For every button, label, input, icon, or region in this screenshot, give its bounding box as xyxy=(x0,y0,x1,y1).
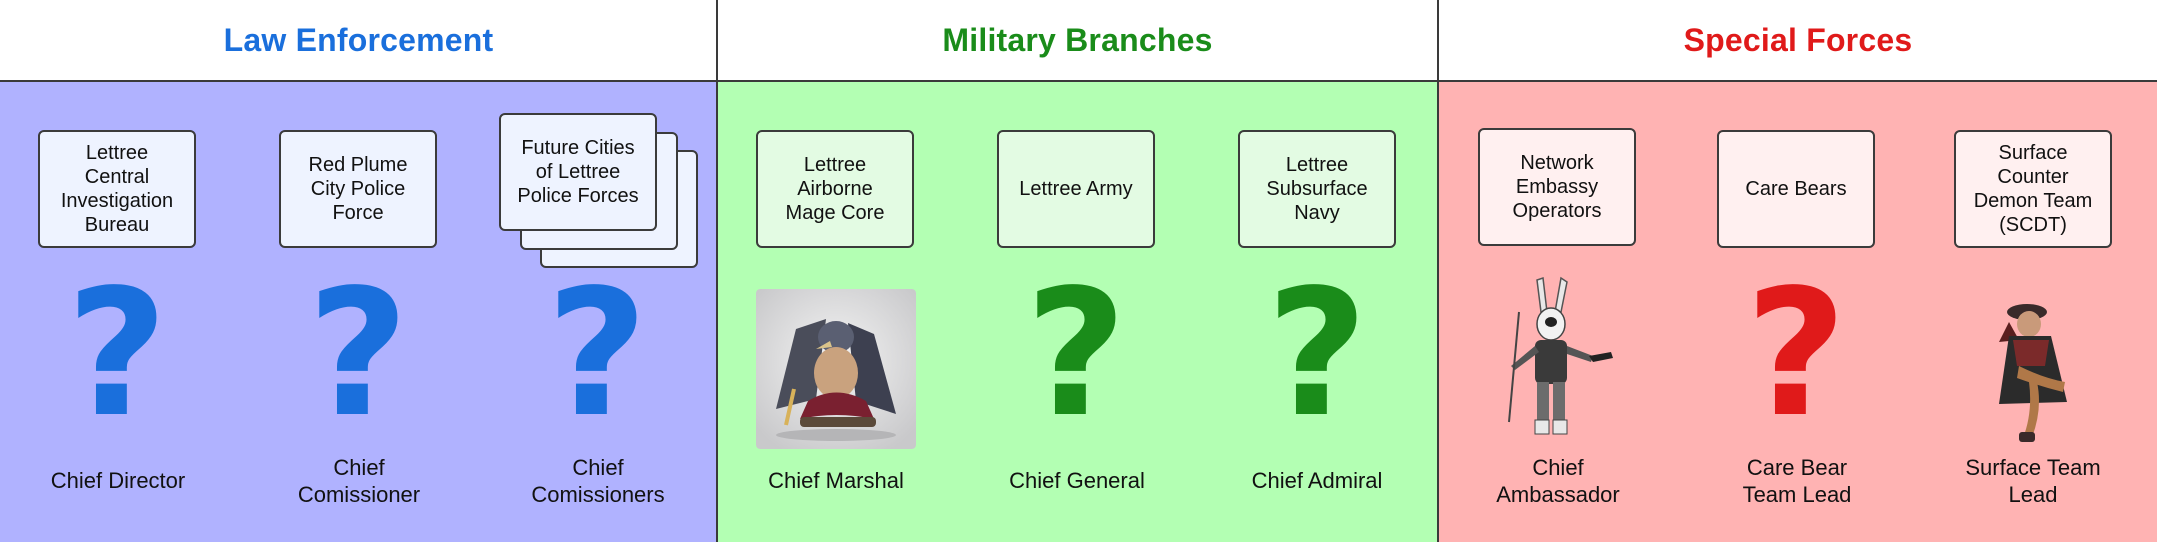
role-label: Surface Team Lead xyxy=(1965,455,2101,507)
role-label: Chief Admiral xyxy=(1251,468,1383,493)
unit-box: Surface Counter Demon Team (SCDT) xyxy=(1954,130,2112,248)
unit-box: Lettree Airborne Mage Core xyxy=(756,130,914,248)
section-body: Lettree Central Investigation Bureau ? C… xyxy=(0,82,717,542)
unit-box: Lettree Central Investigation Bureau xyxy=(38,130,196,248)
section-title: Law Enforcement xyxy=(223,21,494,58)
portrait-winged-bird-warrior xyxy=(756,289,916,449)
portrait-caped-sitting-figure xyxy=(1999,304,2067,442)
role-label: Chief Ambassador xyxy=(1496,455,1620,507)
portrait-rabbit-gunslinger xyxy=(1508,276,1613,435)
section-body: Lettree Airborne Mage Core Chief Marshal… xyxy=(718,82,1437,542)
unit-box: Future Cities of Lettree Police Forces xyxy=(499,113,657,231)
unit-box: Lettree Army xyxy=(997,130,1155,248)
role-label: Chief Director xyxy=(50,468,186,493)
question-mark-icon: ? xyxy=(1025,253,1127,456)
unit-box: Care Bears xyxy=(1717,130,1875,248)
question-mark-icon: ? xyxy=(1745,253,1847,456)
section-military-branches: Military Branches Lettree Airborne Mage … xyxy=(718,0,1437,542)
unit-box: Red Plume City Police Force xyxy=(279,130,437,248)
question-mark-icon: ? xyxy=(66,253,168,456)
section-header: Special Forces xyxy=(1439,0,2157,82)
role-label: Chief Comissioner xyxy=(297,455,421,507)
section-header: Law Enforcement xyxy=(0,0,717,82)
role-label: Chief Comissioners xyxy=(531,455,665,507)
role-label: Chief General xyxy=(1009,468,1145,493)
section-law-enforcement: Law Enforcement Lettree Central Investig… xyxy=(0,0,717,542)
section-special-forces: Special Forces Network Embassy Operators… xyxy=(1439,0,2157,542)
unit-box: Lettree Subsurface Navy xyxy=(1238,130,1396,248)
section-body: Network Embassy Operators Chief Ambassad… xyxy=(1439,82,2157,542)
section-header: Military Branches xyxy=(718,0,1437,82)
role-label: Chief Marshal xyxy=(768,468,904,493)
section-divider xyxy=(716,0,718,542)
question-mark-icon: ? xyxy=(546,253,648,456)
section-divider xyxy=(1437,0,1439,542)
unit-box: Network Embassy Operators xyxy=(1478,128,1636,246)
role-label: Care Bear Team Lead xyxy=(1742,455,1852,507)
section-title: Special Forces xyxy=(1683,21,1913,58)
section-title: Military Branches xyxy=(942,21,1213,58)
question-mark-icon: ? xyxy=(307,253,409,456)
question-mark-icon: ? xyxy=(1266,253,1368,456)
